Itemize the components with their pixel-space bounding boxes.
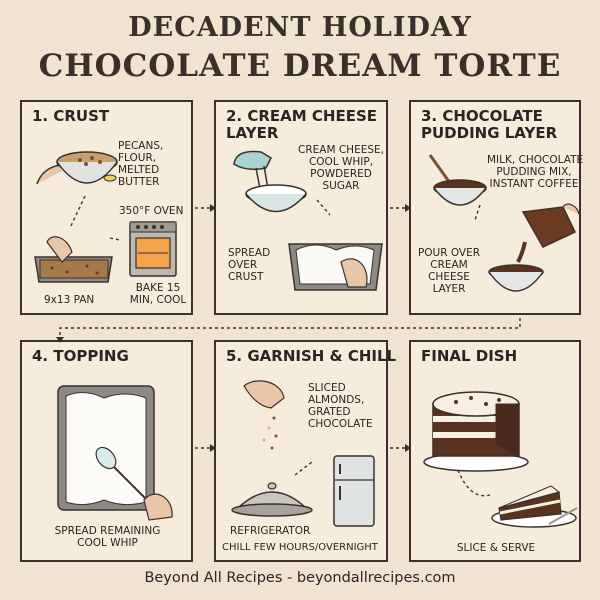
step-4-title: 4. TOPPING [32, 347, 129, 365]
topping-pan-icon [57, 385, 173, 521]
step-1-pan-label: 9x13 PAN [44, 294, 95, 306]
step-2-spread-label: SPREAD OVER CRUST [228, 247, 271, 283]
whisk-bowl-icon [428, 154, 487, 206]
step-4-spread-label: SPREAD REMAINING COOL WHIP [54, 525, 161, 549]
step-1-ingredients-label: PECANS, FLOUR, MELTED BUTTER [118, 140, 164, 188]
step-3-pour-label: POUR OVER CREAM CHEESE LAYER [417, 247, 481, 295]
step-3-pudding-panel: 3. CHOCOLATE PUDDING LAYER MILK, CHOCOLA… [409, 100, 584, 315]
mixing-bowl-icon [36, 151, 118, 185]
final-dish-panel: FINAL DISH SLICE & SERVE [409, 340, 581, 562]
step-3-title: 3. CHOCOLATE PUDDING LAYER [421, 107, 558, 142]
step-3-ingredients-label: MILK, CHOCOLATE PUDDING MIX, INSTANT COF… [487, 154, 584, 190]
step-1-crust-panel: 1. CRUST PECANS, FLOUR, MELTED BUTTER 35… [20, 100, 193, 315]
pudding-bowl-icon [488, 264, 544, 292]
step-5-title: 5. GARNISH & CHILL [226, 347, 397, 365]
step-5-garnish-label: SLICED ALMONDS, GRATED CHOCOLATE [308, 382, 373, 430]
step-5-refrigerator-label: REFRIGERATOR [230, 525, 311, 537]
torte-cake-icon [423, 391, 529, 472]
cream-pan-icon [288, 243, 383, 291]
crust-pan-icon [34, 236, 113, 283]
hand-mixer-icon [233, 150, 307, 213]
step-1-oven-label: 350°F OVEN [119, 205, 184, 217]
step-1-bake-label: BAKE 15 MIN, COOL [129, 282, 187, 306]
refrigerator-icon [333, 455, 375, 527]
final-dish-serve-label: SLICE & SERVE [456, 542, 536, 554]
step-2-title: 2. CREAM CHEESE LAYER [226, 107, 378, 142]
footer-credit: Beyond All Recipes - beyondallrecipes.co… [144, 570, 456, 586]
step-5-garnish-panel: 5. GARNISH & CHILL SLICED ALMONDS, GRATE… [214, 340, 396, 562]
pouring-pot-icon [516, 203, 580, 263]
step-2-cream-cheese-panel: 2. CREAM CHEESE LAYER CREAM CHEESE, COOL… [214, 100, 388, 315]
covered-dish-icon [231, 482, 313, 517]
page-title-line-1: DECADENT HOLIDAY [128, 12, 472, 43]
step-1-title: 1. CRUST [32, 107, 110, 125]
step-2-ingredients-label: CREAM CHEESE, COOL WHIP, POWDERED SUGAR [298, 144, 384, 192]
cake-slice-icon [491, 485, 578, 528]
page-title-line-2: CHOCOLATE DREAM TORTE [38, 48, 562, 84]
final-dish-title: FINAL DISH [421, 347, 518, 365]
garnish-hand-icon [243, 380, 285, 450]
step-5-chill-label: CHILL FEW HOURS/OVERNIGHT [222, 542, 378, 553]
oven-icon [129, 221, 177, 277]
step-4-topping-panel: 4. TOPPING SPREAD REMAINING COOL WHIP [20, 340, 193, 562]
